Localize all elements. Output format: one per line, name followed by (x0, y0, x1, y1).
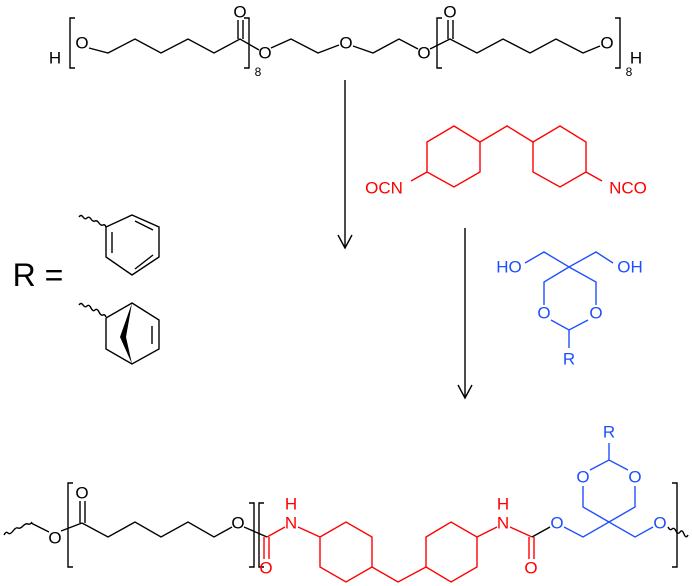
atom-o-urethane: O (524, 559, 537, 578)
ethylene-2 (352, 38, 419, 54)
isocyanate-group-right: NCO (609, 179, 647, 198)
ethylene-1 (270, 38, 340, 54)
atom-o-ether: O (339, 34, 352, 53)
polycaprolactone-diol: H O O 8 O O O O O 8 H (49, 3, 642, 80)
atom-o: O (231, 514, 244, 533)
ring-oxygen: O (576, 468, 589, 487)
atom-o: O (550, 514, 563, 533)
atom-o-carbonyl: O (75, 484, 88, 503)
r-substituent: R (563, 350, 575, 369)
chain-right (429, 38, 601, 54)
ring-oxygen: O (628, 468, 641, 487)
phenyl-structure (78, 214, 160, 276)
cyclohexane-ring (319, 521, 373, 583)
bracket-right-1 (244, 17, 250, 69)
atom-h-right: H (630, 49, 642, 68)
r-equals-label: R = (13, 257, 64, 293)
methylene-bridge (479, 125, 534, 143)
repeat-subscript: 8 (255, 65, 262, 79)
polyurethane-product: O O O O N H N H O O O O R (3, 423, 689, 583)
norbornenyl-structure (78, 302, 160, 365)
reaction-arrow-2 (457, 228, 473, 400)
reaction-arrow-1 (337, 80, 353, 250)
atom-o: O (48, 529, 61, 548)
isocyanate-group-left: OCN (365, 179, 403, 198)
atom-h-left: H (49, 49, 61, 68)
atom-n: N (497, 514, 509, 533)
bracket-left-1 (69, 17, 75, 69)
r-group-definition: R = (13, 214, 160, 365)
hydroxyl-left: HO (496, 258, 522, 277)
bracket-right (672, 482, 678, 568)
bracket-left (67, 482, 73, 568)
r-substituent: R (603, 423, 615, 442)
hydroxyl-right: OH (617, 258, 643, 277)
ring-oxygen: O (589, 304, 602, 323)
atom-h: H (285, 495, 297, 514)
cyclohexane-ring (425, 521, 478, 583)
atom-o-hydroxyl: O (75, 34, 88, 53)
repeat-subscript: 8 (626, 65, 633, 79)
cyclohexane-ring (426, 125, 481, 188)
atom-o-ester: O (417, 44, 430, 63)
bracket-left-2 (436, 17, 442, 69)
bracket-right (249, 502, 255, 568)
cyclohexane-ring (532, 125, 587, 188)
atom-o-hydroxyl: O (600, 34, 613, 53)
hmdi-diisocyanate: OCN NCO (365, 125, 647, 198)
acetal-diol: HO OH O O R (496, 251, 643, 369)
ring-oxygen: O (537, 304, 550, 323)
atom-n: N (285, 514, 297, 533)
atom-h: H (497, 495, 509, 514)
chain-left (88, 38, 260, 54)
bracket-left (258, 502, 264, 568)
atom-o-carbonyl: O (443, 3, 456, 22)
atom-o-carbonyl: O (233, 3, 246, 22)
atom-o-ester: O (258, 44, 271, 63)
atom-o-urethane: O (259, 559, 272, 578)
bridge-wedge (120, 303, 132, 364)
bracket-right-2 (615, 17, 621, 69)
atom-o: O (653, 514, 666, 533)
